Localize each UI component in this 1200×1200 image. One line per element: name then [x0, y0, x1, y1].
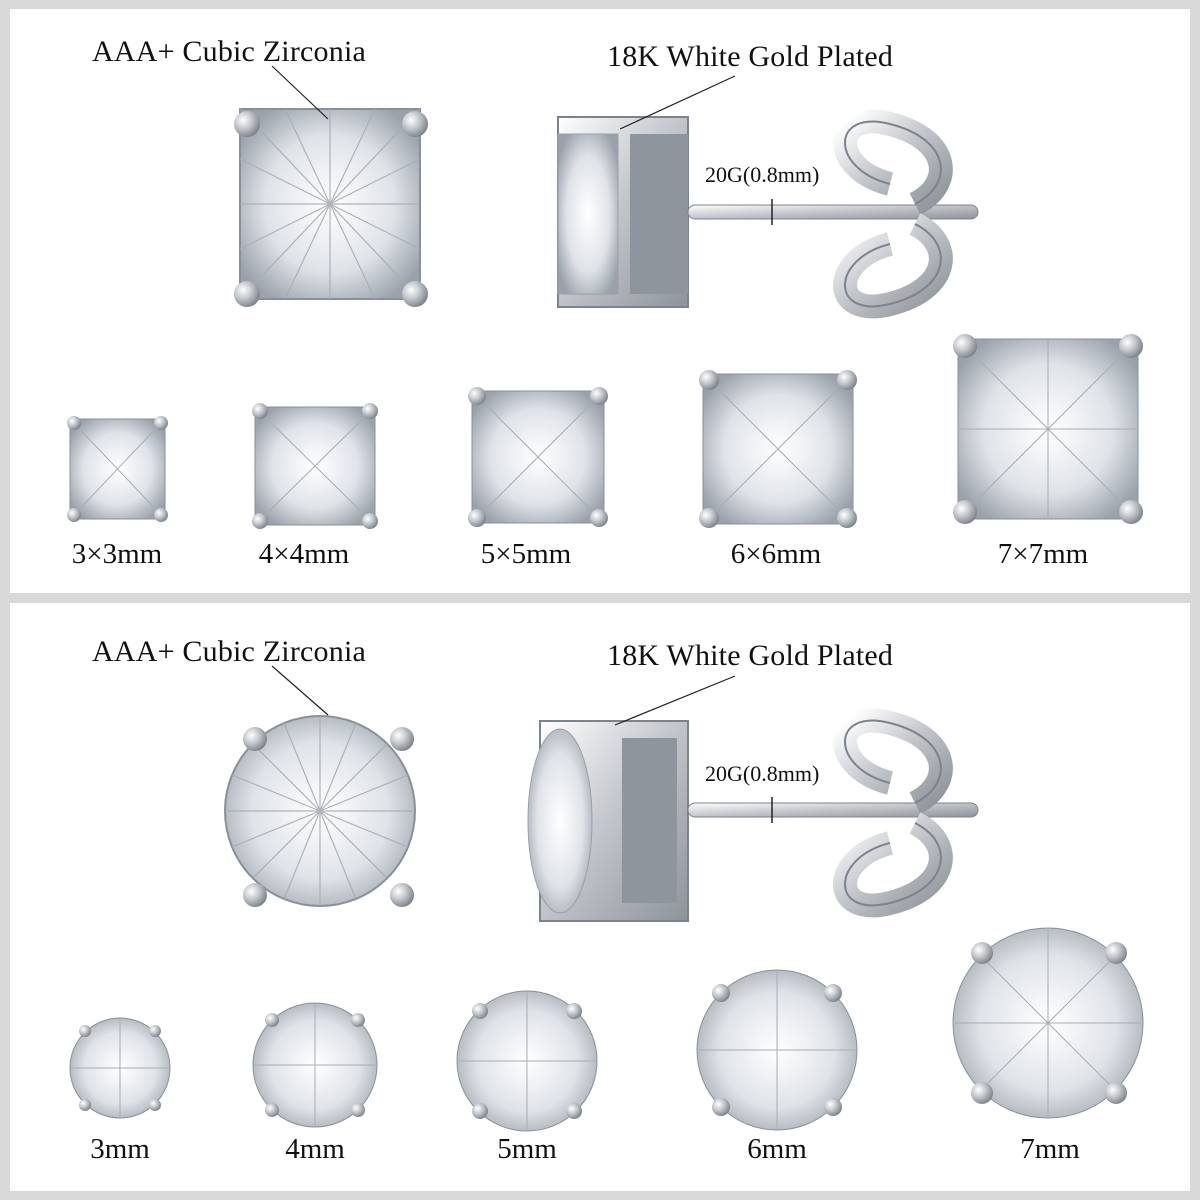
square-stud-7mm: [953, 334, 1143, 524]
size-label-5mm: 5×5mm: [480, 538, 572, 570]
gauge-label: 20G(0.8mm): [705, 761, 820, 786]
size-label-3mm: 3×3mm: [71, 538, 163, 570]
round-size-row: [69, 927, 1144, 1132]
square-studs-panel: AAA+ Cubic Zirconia 18K White Gold Plate…: [10, 9, 1190, 593]
size-label-4mm: 4mm: [285, 1133, 345, 1165]
large-round-stud: [224, 715, 416, 907]
size-label-7mm: 7mm: [1020, 1133, 1080, 1165]
size-label-6mm: 6mm: [747, 1133, 807, 1165]
square-stud-side-view: [557, 116, 979, 308]
square-stud-5mm: [468, 387, 608, 527]
round-studs-panel: AAA+ Cubic Zirconia 18K White Gold Plate…: [10, 603, 1190, 1191]
material-label: AAA+ Cubic Zirconia: [92, 35, 366, 68]
round-stud-3mm: [69, 1017, 171, 1119]
plating-callout-line: [619, 75, 736, 130]
round-stud-6mm: [696, 969, 858, 1131]
square-stud-6mm: [699, 370, 857, 528]
size-label-5mm: 5mm: [497, 1133, 557, 1165]
material-label: AAA+ Cubic Zirconia: [92, 635, 366, 668]
plating-label: 18K White Gold Plated: [607, 639, 894, 672]
round-stud-side-view: [527, 720, 979, 922]
material-callout-line: [271, 65, 329, 120]
round-stud-7mm: [952, 927, 1144, 1119]
size-label-7mm: 7×7mm: [997, 538, 1089, 570]
butterfly-back: [844, 719, 942, 907]
square-stud-4mm: [252, 403, 378, 529]
plating-label: 18K White Gold Plated: [607, 40, 894, 73]
large-square-stud: [234, 108, 428, 307]
gauge-label: 20G(0.8mm): [705, 162, 820, 187]
round-studs-illustration: [69, 665, 1144, 1132]
square-stud-3mm: [67, 416, 168, 522]
square-studs-illustration: [67, 65, 1143, 529]
plating-callout-line: [614, 675, 736, 726]
round-stud-5mm: [456, 990, 598, 1132]
round-stud-4mm: [252, 1002, 378, 1128]
size-label-4mm: 4×4mm: [258, 538, 350, 570]
square-size-row: [67, 334, 1143, 529]
size-label-6mm: 6×6mm: [730, 538, 822, 570]
material-callout-line: [271, 665, 329, 716]
size-label-3mm: 3mm: [90, 1133, 150, 1165]
